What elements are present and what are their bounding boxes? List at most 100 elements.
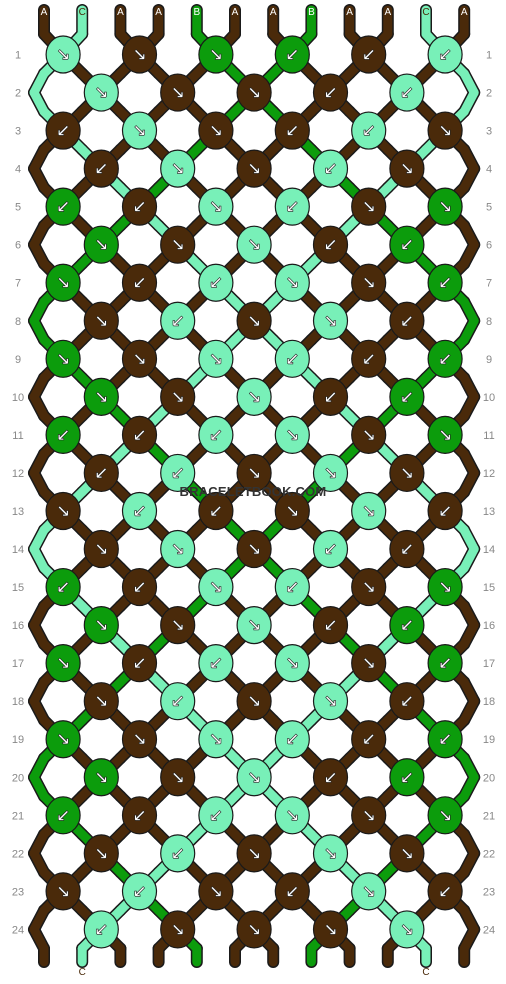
knot-row-15-4[interactable]: ↙: [274, 567, 310, 607]
knot-row-10-1[interactable]: ↘: [83, 377, 119, 416]
knot-row-3-6[interactable]: ↘: [427, 111, 463, 150]
knot-row-12-2[interactable]: ↙: [160, 453, 196, 493]
knot-row-16-3[interactable]: ↘: [236, 605, 272, 645]
knot-row-16-2[interactable]: ↘: [160, 605, 196, 645]
knot-row-12-4[interactable]: ↘: [312, 453, 349, 493]
knot-row-6-1[interactable]: ↘: [83, 225, 119, 264]
knot-row-4-1[interactable]: ↙: [83, 149, 119, 188]
knot-row-23-1[interactable]: ↘: [45, 872, 81, 911]
knot-row-23-4[interactable]: ↙: [274, 872, 310, 911]
knot-row-21-5[interactable]: ↘: [351, 796, 387, 835]
knot-row-7-6[interactable]: ↙: [427, 263, 463, 302]
knot-row-2-1[interactable]: ↘: [83, 73, 119, 112]
knot-row-17-4[interactable]: ↘: [274, 644, 310, 683]
knot-row-20-1[interactable]: ↘: [83, 758, 119, 797]
knot-row-21-3[interactable]: ↙: [198, 796, 234, 835]
knot-row-11-1[interactable]: ↙: [45, 415, 81, 454]
knot-row-7-5[interactable]: ↘: [351, 263, 387, 302]
knot-row-9-1[interactable]: ↘: [45, 339, 81, 378]
knot-row-14-5[interactable]: ↙: [389, 529, 425, 569]
knot-row-14-1[interactable]: ↘: [83, 529, 119, 569]
knot-row-24-2[interactable]: ↘: [160, 910, 196, 949]
knot-row-5-4[interactable]: ↙: [274, 187, 310, 226]
knot-row-19-3[interactable]: ↘: [198, 720, 234, 759]
knot-row-10-3[interactable]: ↘: [236, 377, 272, 416]
knot-row-7-3[interactable]: ↙: [198, 263, 234, 302]
knot-row-19-2[interactable]: ↘: [121, 720, 158, 759]
knot-row-14-4[interactable]: ↙: [312, 529, 349, 569]
knot-row-17-5[interactable]: ↘: [351, 644, 387, 683]
knot-row-2-5[interactable]: ↙: [389, 73, 425, 112]
knot-row-18-3[interactable]: ↘: [236, 682, 272, 721]
knot-row-5-5[interactable]: ↘: [351, 187, 387, 226]
knot-row-15-5[interactable]: ↘: [351, 567, 387, 607]
knot-row-8-4[interactable]: ↘: [312, 301, 349, 340]
knot-row-6-2[interactable]: ↘: [160, 225, 196, 264]
knot-row-3-4[interactable]: ↙: [274, 111, 310, 150]
knot-row-12-1[interactable]: ↙: [83, 453, 119, 493]
knot-row-16-1[interactable]: ↘: [83, 605, 119, 645]
knot-row-2-3[interactable]: ↘: [236, 73, 272, 112]
knot-row-9-3[interactable]: ↘: [198, 339, 234, 378]
knot-row-19-5[interactable]: ↙: [351, 720, 387, 759]
knot-row-3-2[interactable]: ↘: [121, 111, 158, 150]
knot-row-8-2[interactable]: ↙: [160, 301, 196, 340]
knot-row-13-5[interactable]: ↘: [351, 491, 387, 531]
knot-row-1-5[interactable]: ↙: [351, 35, 387, 74]
knot-row-16-4[interactable]: ↙: [312, 605, 349, 645]
knot-row-22-2[interactable]: ↙: [160, 834, 196, 873]
knot-row-9-5[interactable]: ↙: [351, 339, 387, 378]
knot-row-2-2[interactable]: ↘: [160, 73, 196, 112]
knot-row-17-3[interactable]: ↙: [198, 644, 234, 683]
knot-row-4-3[interactable]: ↘: [236, 149, 272, 188]
knot-row-1-2[interactable]: ↘: [121, 35, 158, 74]
knot-row-19-6[interactable]: ↙: [427, 720, 463, 759]
knot-row-13-6[interactable]: ↙: [427, 491, 463, 531]
knot-row-5-1[interactable]: ↙: [45, 187, 81, 226]
knot-row-13-4[interactable]: ↘: [274, 491, 310, 531]
knot-row-11-3[interactable]: ↙: [198, 415, 234, 454]
knot-row-6-4[interactable]: ↙: [312, 225, 349, 264]
knot-row-10-2[interactable]: ↘: [160, 377, 196, 416]
knot-row-14-2[interactable]: ↘: [160, 529, 196, 569]
knot-row-5-6[interactable]: ↘: [427, 187, 463, 226]
knot-row-12-5[interactable]: ↘: [389, 453, 425, 493]
knot-row-10-4[interactable]: ↙: [312, 377, 349, 416]
knot-row-11-4[interactable]: ↘: [274, 415, 310, 454]
knot-row-4-4[interactable]: ↙: [312, 149, 349, 188]
knot-row-23-6[interactable]: ↙: [427, 872, 463, 911]
knot-row-3-1[interactable]: ↙: [45, 111, 81, 150]
knot-row-23-5[interactable]: ↘: [351, 872, 387, 911]
knot-row-3-3[interactable]: ↘: [198, 111, 234, 150]
knot-row-11-6[interactable]: ↘: [427, 415, 463, 454]
knot-row-1-4[interactable]: ↙: [274, 35, 310, 74]
knot-row-19-4[interactable]: ↙: [274, 720, 310, 759]
knot-row-9-4[interactable]: ↙: [274, 339, 310, 378]
knot-row-15-6[interactable]: ↘: [427, 567, 463, 607]
knot-row-11-2[interactable]: ↙: [121, 415, 158, 454]
knot-row-5-2[interactable]: ↙: [121, 187, 158, 226]
knot-row-4-2[interactable]: ↘: [160, 149, 196, 188]
knot-row-21-4[interactable]: ↘: [274, 796, 310, 835]
knot-row-6-3[interactable]: ↘: [236, 225, 272, 264]
knot-row-13-3[interactable]: ↙: [198, 491, 234, 531]
knot-row-22-1[interactable]: ↘: [83, 834, 119, 873]
knot-row-18-2[interactable]: ↙: [160, 682, 196, 721]
knot-row-14-3[interactable]: ↘: [236, 529, 272, 569]
knot-row-12-3[interactable]: ↘: [236, 453, 272, 493]
knot-row-8-1[interactable]: ↘: [83, 301, 119, 340]
knot-row-22-3[interactable]: ↘: [236, 834, 272, 873]
knot-row-23-2[interactable]: ↙: [121, 872, 158, 911]
knot-row-21-1[interactable]: ↙: [45, 796, 81, 835]
knot-row-24-1[interactable]: ↙: [83, 910, 119, 949]
knot-row-13-2[interactable]: ↙: [121, 491, 158, 531]
knot-row-16-5[interactable]: ↙: [389, 605, 425, 645]
knot-row-21-6[interactable]: ↘: [427, 796, 463, 835]
knot-row-20-3[interactable]: ↘: [236, 758, 272, 797]
knot-row-9-6[interactable]: ↙: [427, 339, 463, 378]
knot-row-8-5[interactable]: ↙: [389, 301, 425, 340]
knot-row-1-6[interactable]: ↙: [427, 35, 463, 74]
knot-row-8-3[interactable]: ↘: [236, 301, 272, 340]
knot-row-23-3[interactable]: ↘: [198, 872, 234, 911]
knot-row-1-3[interactable]: ↘: [198, 35, 234, 74]
